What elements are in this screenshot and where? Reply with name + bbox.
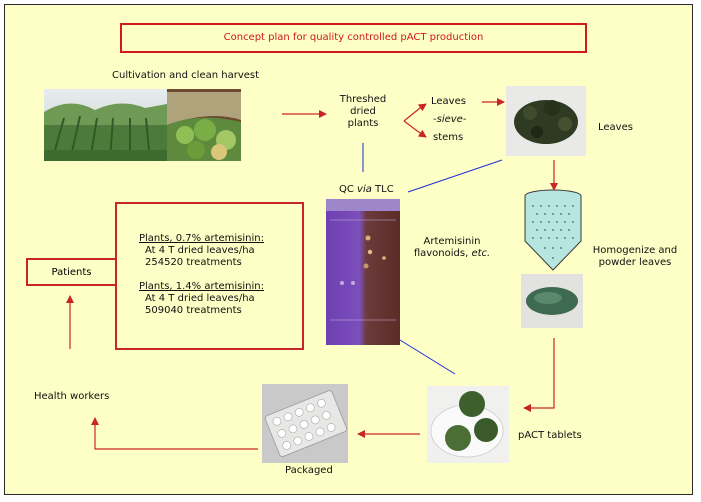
label-tlc-result: Artemisinin flavonoids, etc. xyxy=(413,236,491,259)
label-sieve: -sieve- xyxy=(433,114,467,125)
label-patients: Patients xyxy=(51,267,92,278)
label-cultivation: Cultivation and clean harvest xyxy=(112,70,260,81)
arrow-powder-to-tablets xyxy=(523,338,555,412)
group1-line2: 254520 treatments xyxy=(145,257,242,268)
field-photo xyxy=(44,89,167,162)
label-stems: stems xyxy=(433,132,464,143)
sieve-funnel xyxy=(524,189,582,271)
arrow-to-leaves xyxy=(403,103,427,122)
label-homogenize: Homogenize and powder leaves xyxy=(592,245,678,268)
label-packaged: Packaged xyxy=(285,465,333,476)
qc-links xyxy=(362,143,503,375)
leaf-powder-photo xyxy=(521,274,583,328)
treatment-quantity-box: Plants, 0.7% artemisinin: At 4 T dried l… xyxy=(115,202,304,350)
label-leaves: Leaves xyxy=(598,122,633,133)
diagram-title: Concept plan for quality controlled pACT… xyxy=(223,32,484,43)
pact-tablets-photo xyxy=(427,386,509,463)
flow-arrows xyxy=(66,98,558,450)
group1-heading: Plants, 0.7% artemisinin: xyxy=(139,233,264,244)
arrow-packaged-to-health-workers xyxy=(91,417,258,450)
dried-leaves-photo xyxy=(506,86,586,156)
title-box: Concept plan for quality controlled pACT… xyxy=(120,23,587,53)
label-threshed-dried-plants: Threshed dried plants xyxy=(339,94,387,129)
arrow-to-stems xyxy=(403,120,427,138)
label-leaves-branch: Leaves xyxy=(431,96,466,107)
label-health-workers: Health workers xyxy=(34,391,110,402)
label-pact-tablets: pACT tablets xyxy=(518,430,582,441)
treatment-quantity-text: Plants, 0.7% artemisinin: At 4 T dried l… xyxy=(139,233,264,317)
harvest-photo xyxy=(167,89,241,161)
group2-line1: At 4 T dried leaves/ha xyxy=(145,293,255,304)
blister-pack-photo xyxy=(262,384,348,463)
label-qc-via-tlc: QC via TLC xyxy=(339,184,394,195)
group2-line2: 509040 treatments xyxy=(145,305,242,316)
group1-line1: At 4 T dried leaves/ha xyxy=(145,245,255,256)
patients-box: Patients xyxy=(26,258,117,286)
group2-heading: Plants, 1.4% artemisinin: xyxy=(139,281,264,292)
tlc-plate-photo xyxy=(326,199,400,345)
